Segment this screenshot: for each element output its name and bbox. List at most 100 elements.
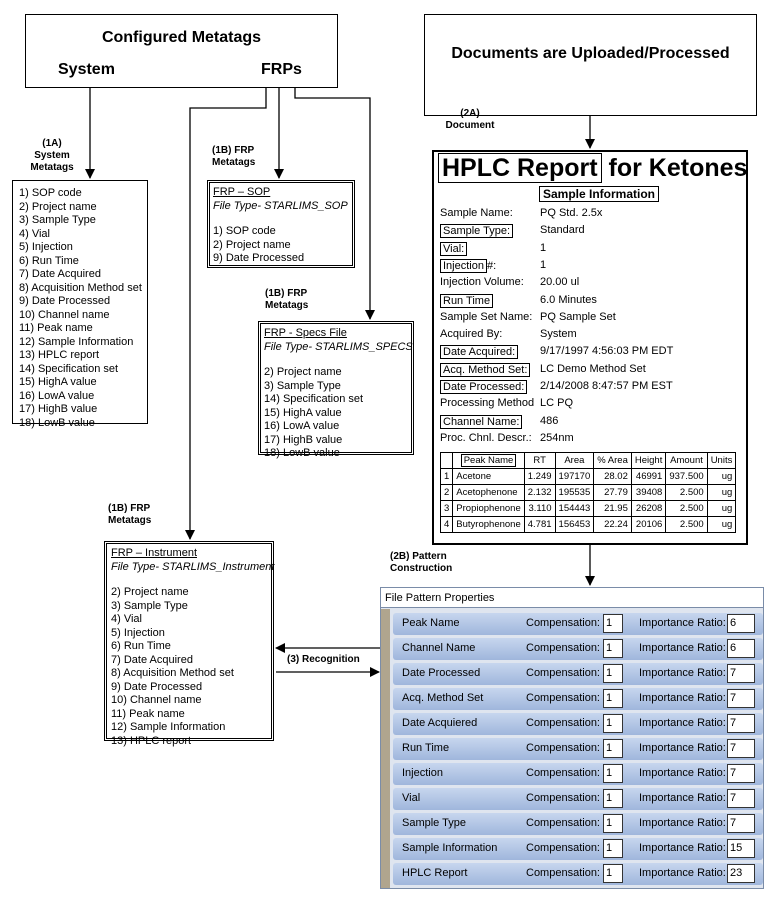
importance-ratio-field[interactable]: 7 (727, 714, 755, 733)
system-label: System (58, 61, 115, 78)
compensation-label: Compensation: (526, 742, 600, 754)
compensation-field[interactable]: 1 (603, 664, 623, 683)
importance-ratio-field[interactable]: 6 (727, 614, 755, 633)
report-field-row: Run Time (440, 293, 494, 308)
documents-title: Documents are Uploaded/Processed (451, 45, 730, 62)
importance-ratio-field[interactable]: 15 (727, 839, 755, 858)
report-field-label: Sample Name: (440, 207, 513, 219)
list-item: 14) Specification set (19, 362, 119, 375)
importance-ratio-label: Importance Ratio: (639, 642, 726, 654)
importance-ratio-field[interactable]: 7 (727, 689, 755, 708)
report-field-value: 6.0 Minutes (540, 293, 597, 306)
report-field-label: Acquired By: (440, 328, 503, 341)
list-item: 8) Acquisition Method set (111, 667, 234, 679)
compensation-field[interactable]: 1 (603, 839, 623, 858)
table-cell: 2.132 (523, 484, 556, 501)
report-field-value: PQ Sample Set (540, 310, 616, 323)
list-item: 9) Date Processed (111, 680, 203, 693)
table-cell: 26208 (630, 500, 667, 517)
list-item: 10) Channel name (111, 694, 202, 706)
table-cell: 195535 (554, 484, 595, 501)
compensation-field[interactable]: 1 (603, 864, 623, 883)
list-item: 16) LowA value (19, 389, 95, 402)
recognition-label: (3) Recognition (287, 654, 360, 665)
list-item: 13) HPLC report (19, 349, 100, 361)
report-field-value: 1 (540, 241, 547, 254)
report-field-row: Proc. Chnl. Descr.: (440, 432, 532, 444)
table-cell: ug (706, 468, 737, 485)
table-cell: 937.500 (665, 468, 708, 485)
report-field-row: Injection#: (440, 258, 497, 273)
compensation-field[interactable]: 1 (603, 814, 623, 833)
pattern-row-name: Acq. Method Set (402, 692, 484, 704)
table-cell: 197170 (554, 468, 595, 485)
list-item: 3) Sample Type (19, 214, 96, 226)
system-metatags-label: (1A) System Metatags (30, 138, 74, 173)
importance-ratio-label: Importance Ratio: (639, 867, 726, 879)
compensation-field[interactable]: 1 (603, 614, 623, 633)
configured-metatags-title: Configured Metatags (101, 29, 262, 46)
table-cell: 2.500 (665, 516, 708, 533)
frp-sop-filetype: File Type- STARLIMS_SOP (213, 199, 348, 212)
column-header-label: Peak Name (460, 454, 517, 467)
report-field-row: Acq. Method Set: (440, 362, 531, 377)
importance-ratio-field[interactable]: 7 (727, 739, 755, 758)
importance-ratio-field[interactable]: 6 (727, 639, 755, 658)
compensation-field[interactable]: 1 (603, 789, 623, 808)
compensation-field[interactable]: 1 (603, 639, 623, 658)
importance-ratio-label: Importance Ratio: (639, 767, 726, 779)
table-cell: 2.500 (665, 500, 708, 517)
list-item: 14) Specification set (264, 393, 364, 405)
importance-ratio-field[interactable]: 7 (727, 814, 755, 833)
documents-box: Documents are Uploaded/Processed (424, 14, 757, 116)
compensation-field[interactable]: 1 (603, 764, 623, 783)
list-item: 13) HPLC report (111, 734, 192, 747)
importance-ratio-field[interactable]: 7 (727, 789, 755, 808)
table-cell: Propiophenone (452, 500, 525, 517)
compensation-label: Compensation: (526, 667, 600, 679)
report-field-label-suffix: #: (486, 259, 497, 272)
importance-ratio-field[interactable]: 23 (727, 864, 755, 883)
report-field-label: Channel Name: (440, 414, 523, 429)
report-field-label: Sample Set Name: (440, 310, 533, 323)
pattern-row-name: HPLC Report (402, 867, 468, 879)
document-label: (2A) Document (445, 108, 495, 131)
report-field-row: Vial: (440, 241, 468, 256)
importance-ratio-field[interactable]: 7 (727, 664, 755, 683)
list-item: 12) Sample Information (111, 721, 226, 733)
importance-ratio-field[interactable]: 7 (727, 764, 755, 783)
table-cell: 2 (439, 484, 454, 501)
table-cell: 1 (439, 468, 454, 485)
list-item: 17) HighB value (19, 403, 98, 415)
sample-information-heading: Sample Information (539, 186, 660, 202)
table-cell: Butyrophenone (452, 516, 525, 533)
list-item: 12) Sample Information (19, 335, 134, 348)
column-header: Amount (665, 452, 708, 469)
report-field-row: Processing Method (440, 397, 534, 409)
report-field-row: Date Processed: (440, 380, 528, 394)
compensation-label: Compensation: (526, 792, 600, 804)
compensation-field[interactable]: 1 (603, 714, 623, 733)
pattern-row-name: Peak Name (402, 617, 460, 629)
compensation-field[interactable]: 1 (603, 739, 623, 758)
list-item: 8) Acquisition Method set (19, 281, 142, 294)
table-cell: Acetone (452, 468, 525, 485)
compensation-field[interactable]: 1 (603, 689, 623, 708)
importance-ratio-label: Importance Ratio: (639, 742, 726, 754)
importance-ratio-label: Importance Ratio: (639, 667, 726, 679)
table-cell: 4 (439, 516, 454, 533)
compensation-label: Compensation: (526, 767, 600, 779)
configured-metatags-box: Configured Metatags System FRPs (25, 14, 338, 88)
file-pattern-title: File Pattern Properties (381, 588, 763, 608)
panel-side-strip (381, 609, 390, 888)
table-cell: 22.24 (593, 516, 632, 533)
report-field-row: Acquired By: (440, 328, 502, 340)
list-item: 1) SOP code (19, 187, 82, 199)
frp-sop-title: FRP – SOP (213, 186, 271, 198)
report-field-label: Date Processed: (440, 380, 528, 394)
